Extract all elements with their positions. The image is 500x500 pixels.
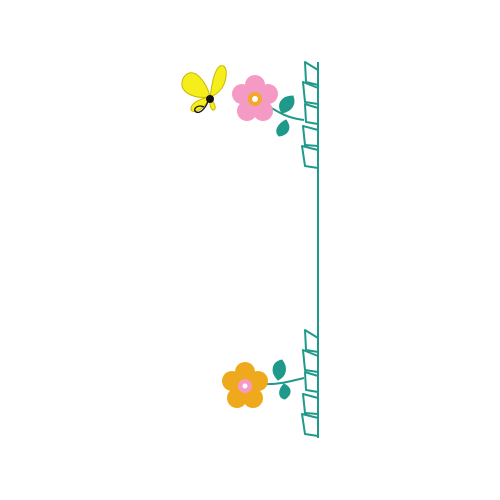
leaf-icon [279,383,291,400]
butterfly-icon [181,65,227,114]
grass-bottom [301,329,319,438]
leaf-icon [279,95,295,114]
pink-flower-icon [232,75,278,121]
grass-icon [301,329,319,438]
grass-top [301,61,319,172]
bottom-flower-stem [261,359,305,400]
grass-icon [301,61,319,172]
orange-flower-icon [222,362,268,408]
leaf-icon [276,119,290,137]
leaf-icon [272,359,286,381]
